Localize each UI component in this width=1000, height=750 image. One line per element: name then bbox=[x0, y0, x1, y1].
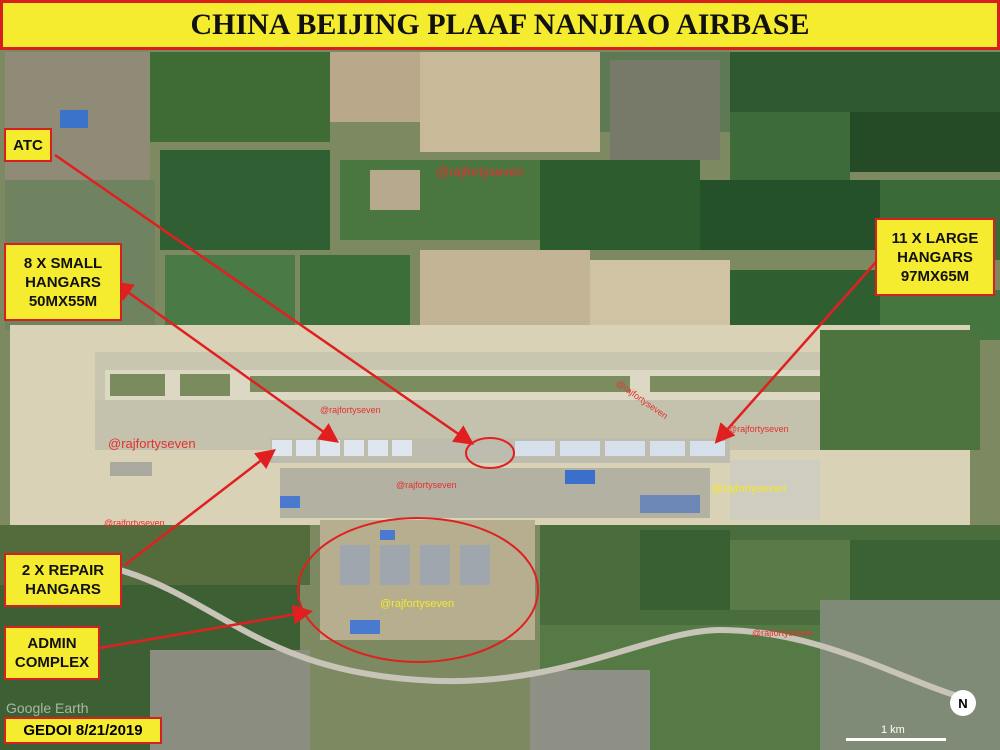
watermark-west: @rajfortyseven bbox=[104, 518, 165, 528]
compass-icon: N bbox=[950, 690, 976, 716]
repair-hangars-label: 2 X REPAIR HANGARS bbox=[4, 553, 122, 607]
large-hangars-arrow bbox=[714, 261, 877, 444]
small-hangars bbox=[272, 440, 412, 456]
atc-label: ATC bbox=[4, 128, 52, 162]
scale-bar: 1 km bbox=[846, 724, 956, 748]
repair-hangars-arrow bbox=[124, 448, 276, 566]
admin-complex-label: ADMIN COMPLEX bbox=[4, 626, 100, 680]
farm-fields-north bbox=[5, 52, 1000, 340]
scale-bar-label: 1 km bbox=[881, 724, 905, 736]
small-hangars-line-2: HANGARS bbox=[25, 273, 101, 291]
small-hangars-arrow bbox=[112, 281, 340, 443]
admin-highlight-circle bbox=[297, 517, 539, 663]
atc-highlight-circle bbox=[465, 437, 515, 469]
large-hangars-line-2: HANGARS bbox=[897, 248, 973, 266]
small-hangars-line-1: 8 X SMALL bbox=[23, 254, 103, 272]
watermark-base-center: @rajfortyseven bbox=[396, 480, 457, 490]
admin-complex-area bbox=[320, 520, 535, 640]
scale-bar-line bbox=[846, 738, 946, 741]
watermark-apron-west: @rajfortyseven bbox=[320, 405, 381, 415]
atc-label-text: ATC bbox=[13, 136, 43, 154]
admin-complex-arrow bbox=[99, 604, 313, 650]
large-hangars-line-3: 97MX65M bbox=[900, 267, 970, 285]
large-hangars-label: 11 X LARGE HANGARS 97MX65M bbox=[875, 218, 995, 296]
watermark-apron-east: @rajfortyseven bbox=[728, 424, 789, 434]
admin-complex-line-2: COMPLEX bbox=[14, 654, 90, 671]
repair-hangars-line-1: 2 X REPAIR bbox=[21, 562, 105, 579]
highway bbox=[119, 567, 971, 703]
building-blue bbox=[60, 110, 88, 128]
imagery-credit: Google Earth bbox=[6, 700, 89, 716]
watermark-north: @rajfortyseven bbox=[436, 164, 524, 179]
small-hangars-line-3: 50MX55M bbox=[28, 292, 98, 310]
date-label: GEDOI 8/21/2019 bbox=[4, 717, 162, 744]
watermark-admin: @rajfortyseven bbox=[380, 598, 455, 610]
airfield bbox=[10, 325, 980, 525]
map-title: CHINA BEIJING PLAAF NANJIAO AIRBASE bbox=[0, 0, 1000, 50]
watermark-base-east: @rajfortyseven bbox=[712, 483, 787, 495]
admin-complex-line-1: ADMIN bbox=[27, 635, 77, 652]
watermark-runway-west: @rajfortyseven bbox=[108, 436, 196, 451]
small-hangars-label: 8 X SMALL HANGARS 50MX55M bbox=[4, 243, 122, 321]
watermark-southeast: @rajfortyseven bbox=[752, 628, 813, 638]
large-hangars bbox=[515, 441, 725, 456]
large-hangars-line-1: 11 X LARGE bbox=[891, 229, 979, 247]
repair-hangars-line-2: HANGARS bbox=[25, 581, 101, 598]
